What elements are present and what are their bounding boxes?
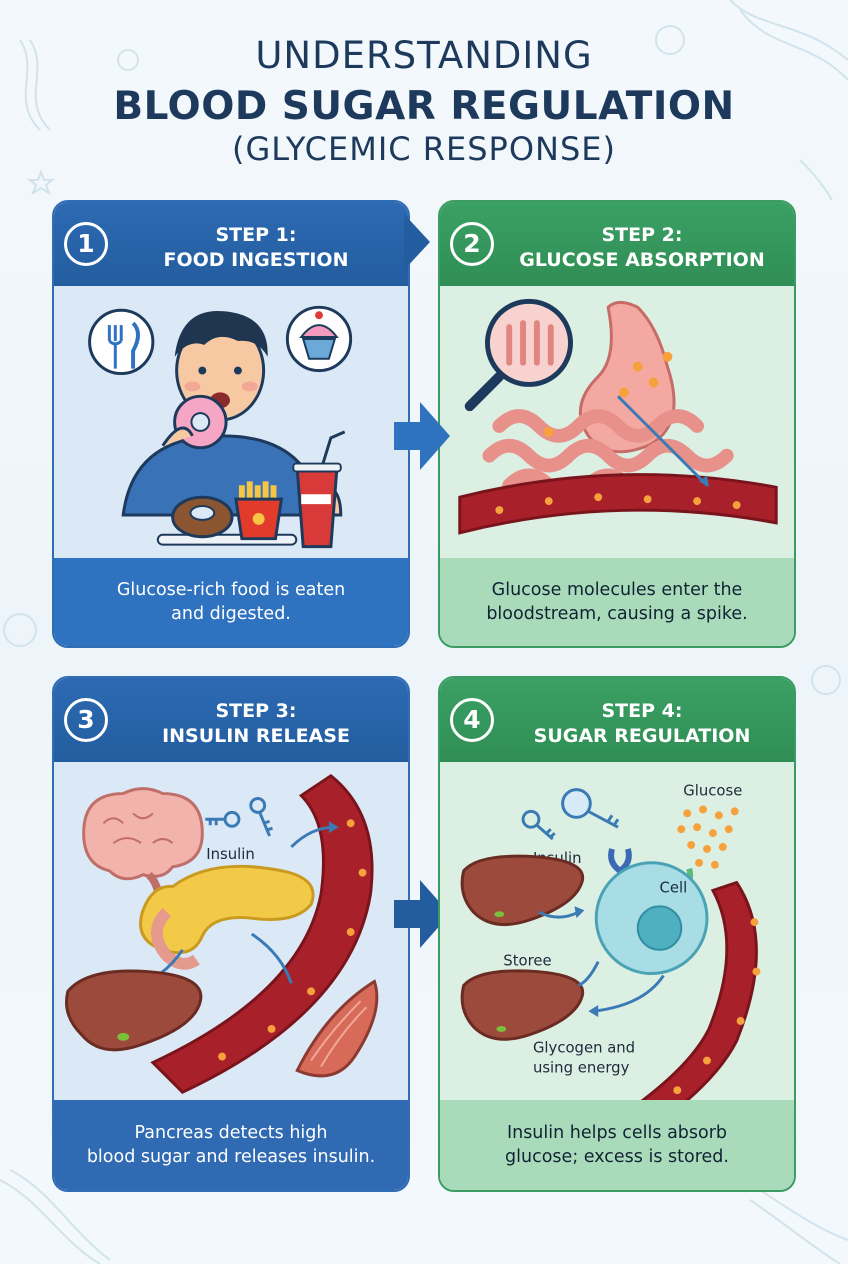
- step-2-subheading: GLUCOSE ABSORPTION: [519, 249, 765, 271]
- glucose-absorption-illustration: [458, 298, 778, 535]
- insulin-release-illustration: Insulin: [65, 773, 379, 1094]
- step-3-caption-line-1: Pancreas detects high: [134, 1123, 328, 1143]
- step-2-panel: 2 STEP 2: GLUCOSE ABSORPTION: [438, 200, 796, 648]
- step-4-number: 4: [450, 698, 494, 742]
- step-3-caption-line-2: blood sugar and releases insulin.: [86, 1147, 376, 1167]
- page-title: BLOOD SUGAR REGULATION: [113, 84, 735, 129]
- key-icon: [521, 788, 620, 841]
- step-2-heading: STEP 2:: [601, 224, 683, 246]
- cupcake-icon: [285, 305, 353, 373]
- flow-arrow-3-4: [394, 880, 450, 948]
- glycogen-label-line-1: Glycogen and: [533, 1040, 635, 1057]
- step-1-header: 1 STEP 1: FOOD INGESTION: [54, 202, 408, 286]
- storee-label: Storee: [503, 953, 551, 970]
- cell-label: Cell: [660, 879, 688, 896]
- key-icon: [205, 797, 273, 837]
- step-3-header: 3 STEP 3: INSULIN RELEASE: [54, 678, 408, 762]
- step-3-caption: Pancreas detects high blood sugar and re…: [54, 1100, 408, 1190]
- title-line-1: UNDERSTANDING: [255, 34, 593, 77]
- fries-icon: [234, 481, 284, 541]
- step-4-subheading: SUGAR REGULATION: [533, 725, 751, 747]
- step-2-caption-line-2: bloodstream, causing a spike.: [486, 604, 748, 624]
- step-2-number: 2: [450, 222, 494, 266]
- step-3-heading: STEP 3:: [215, 700, 297, 722]
- step-2-header: 2 STEP 2: GLUCOSE ABSORPTION: [440, 202, 794, 286]
- step-4-caption: Insulin helps cells absorb glucose; exce…: [440, 1100, 794, 1190]
- glucose-dots: [677, 805, 739, 869]
- sugar-regulation-illustration: Glucose Insulin Cell: [460, 783, 761, 1104]
- step-1-panel: 1 STEP 1: FOOD INGESTION: [52, 200, 410, 648]
- glucose-dots: [495, 351, 741, 514]
- step-3-number: 3: [64, 698, 108, 742]
- glucose-label: Glucose: [683, 783, 742, 800]
- step-4-header: 4 STEP 4: SUGAR REGULATION: [440, 678, 794, 762]
- step-1-caption-line-1: Glucose-rich food is eaten: [116, 580, 346, 600]
- liver-icon: [460, 854, 585, 927]
- donut-icon: [171, 495, 234, 539]
- muscle-icon: [295, 979, 379, 1078]
- step-3-subheading: INSULIN RELEASE: [162, 725, 350, 747]
- step-2-caption: Glucose molecules enter the bloodstream,…: [440, 558, 794, 646]
- fork-knife-icon: [88, 308, 155, 376]
- flow-arrow-1-2: [394, 402, 450, 470]
- step-4-caption-line-2: glucose; excess is stored.: [505, 1147, 729, 1167]
- step-4-panel: 4 STEP 4: SUGAR REGULATION Glucose Insul…: [438, 676, 796, 1192]
- glycogen-label-line-2: using energy: [533, 1059, 630, 1076]
- magnifier-icon: [464, 298, 573, 412]
- cell-icon: [594, 861, 709, 976]
- food-ingestion-illustration: [88, 305, 353, 549]
- soda-cup-icon: [292, 430, 346, 549]
- step-2-caption-line-1: Glucose molecules enter the: [491, 580, 743, 600]
- liver-icon: [65, 969, 203, 1052]
- step-3-panel: 3 STEP 3: INSULIN RELEASE Insulin: [52, 676, 410, 1192]
- header-pointer-arrow: [404, 214, 430, 270]
- step-1-heading: STEP 1:: [215, 224, 297, 246]
- step-1-caption: Glucose-rich food is eaten and digested.: [54, 558, 408, 646]
- title-subtitle: (GLYCEMIC RESPONSE): [232, 130, 616, 168]
- insulin-label: Insulin: [206, 846, 255, 863]
- step-1-subheading: FOOD INGESTION: [163, 249, 349, 271]
- liver-icon: [460, 969, 585, 1041]
- step-1-number: 1: [64, 222, 108, 266]
- step-4-caption-line-1: Insulin helps cells absorb: [506, 1123, 728, 1143]
- step-1-caption-line-2: and digested.: [171, 604, 291, 624]
- step-4-heading: STEP 4:: [601, 700, 683, 722]
